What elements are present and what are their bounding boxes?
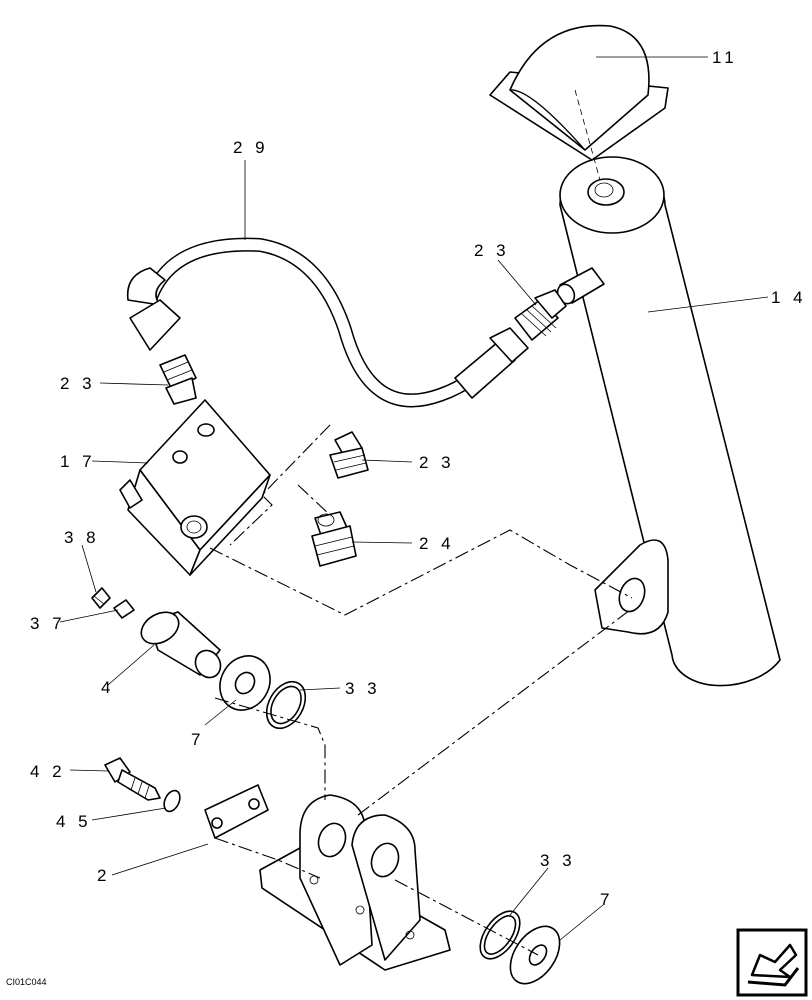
callout-2: 2 [97, 866, 110, 885]
assembly-centerlines [209, 424, 633, 956]
part-42-bolt [104, 757, 161, 801]
callout-4: 4 [101, 678, 114, 697]
callout-23-left: 2 3 [60, 374, 96, 393]
part-17-valve-block [119, 399, 271, 576]
callout-29: 2 9 [233, 138, 269, 157]
mounting-bracket [259, 794, 451, 971]
callout-23-upper: 2 3 [474, 241, 510, 260]
part-24-fitting [311, 511, 357, 567]
callout-14: 1 4 [771, 288, 807, 307]
part-23-fitting-left [159, 354, 197, 405]
part-2-plate [204, 784, 269, 839]
part-23-fitting-middle [329, 431, 369, 479]
callout-24: 2 4 [419, 534, 455, 553]
callout-33-lower: 3 3 [540, 851, 576, 870]
part-37-nipple [113, 599, 135, 619]
part-11-boot [489, 24, 669, 181]
next-page-arrow-icon[interactable] [736, 928, 808, 997]
callout-23-middle: 2 3 [419, 453, 455, 472]
callout-11: 11 [712, 48, 738, 67]
callout-7-upper: 7 [191, 730, 204, 749]
part-38-plug [91, 587, 111, 609]
callout-33-upper: 3 3 [345, 679, 381, 698]
leader-lines [59, 56, 769, 941]
callout-labels: 11 2 9 2 3 1 4 2 3 1 7 2 3 3 8 2 4 3 7 4… [30, 48, 807, 909]
part-29-hose [126, 237, 529, 408]
part-4-pin [140, 611, 222, 679]
drawing-code: CI01C044 [6, 977, 47, 987]
callout-17: 1 7 [60, 452, 96, 471]
callout-37: 3 7 [30, 614, 66, 633]
callout-45: 4 5 [56, 812, 92, 831]
callout-42: 4 2 [30, 762, 66, 781]
part-23-fitting-upper [514, 289, 567, 341]
part-45-lockwasher [163, 789, 181, 813]
part-14-cylinder [556, 156, 781, 687]
part-33-oring-upper [265, 680, 307, 730]
callout-7-lower: 7 [600, 890, 613, 909]
callout-38: 3 8 [64, 528, 100, 547]
part-7-washer-upper [219, 655, 271, 711]
